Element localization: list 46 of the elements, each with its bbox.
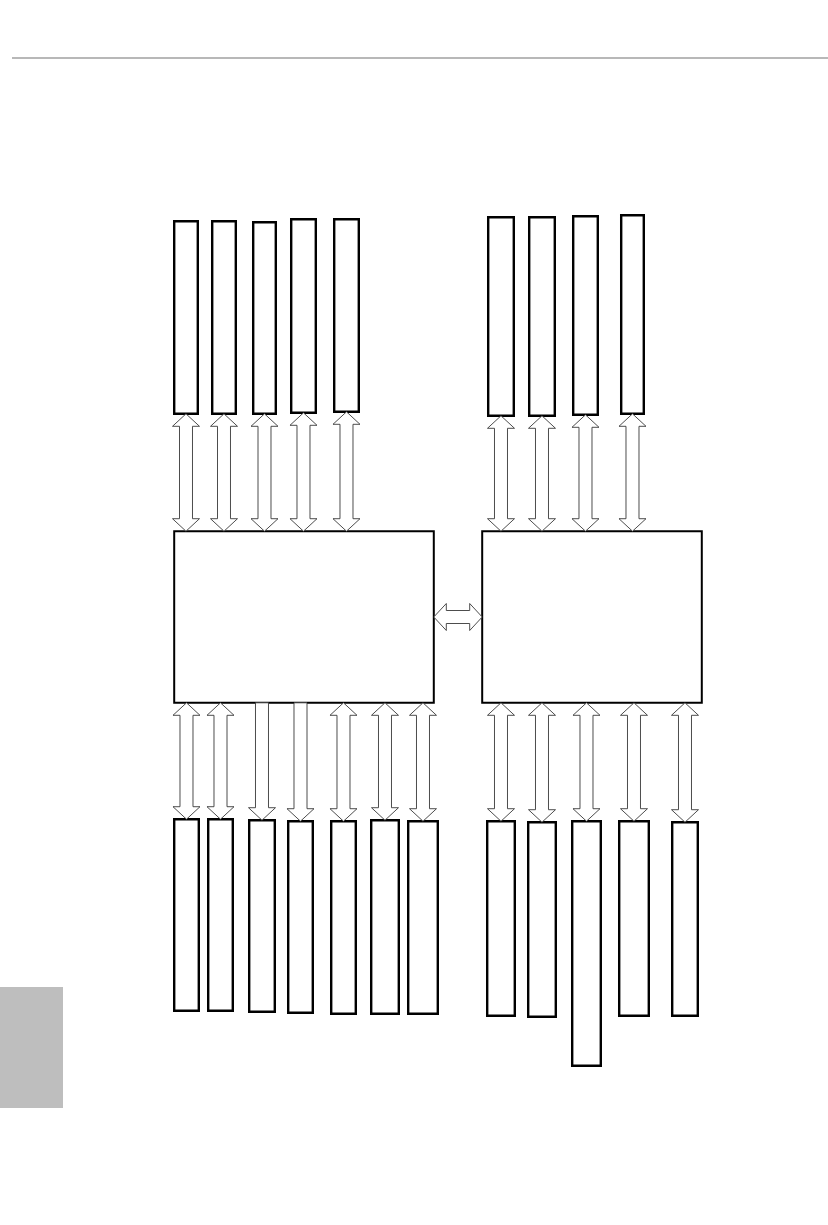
tall-box: [487, 216, 515, 417]
double-arrow: [332, 411, 361, 532]
tall-box: [571, 820, 602, 1067]
tall-box: [528, 216, 556, 417]
double-arrow: [571, 414, 600, 532]
tall-box: [370, 819, 400, 1015]
double-arrow: [528, 702, 556, 823]
block-arrow: [248, 702, 276, 821]
double-arrow: [487, 702, 515, 822]
tall-box: [527, 821, 557, 1018]
tall-box: [671, 821, 699, 1017]
double-arrow: [206, 702, 235, 820]
tall-box: [173, 818, 200, 1012]
tall-box: [211, 220, 237, 415]
tall-box: [330, 820, 357, 1015]
tall-box: [407, 820, 439, 1015]
block-arrow: [286, 702, 315, 822]
double-arrow: [433, 603, 483, 631]
double-arrow: [250, 413, 279, 532]
tall-box: [252, 221, 277, 415]
tall-box: [173, 220, 199, 415]
side-tab: [0, 987, 63, 1108]
double-arrow: [572, 702, 601, 822]
block-box: [173, 530, 435, 704]
tall-box: [287, 820, 314, 1014]
tall-box: [248, 819, 276, 1013]
double-arrow: [172, 702, 201, 820]
double-arrow: [671, 702, 699, 823]
double-arrow: [289, 412, 318, 532]
double-arrow: [618, 413, 647, 532]
double-arrow: [329, 702, 358, 822]
tall-box: [333, 218, 360, 413]
tall-box: [207, 818, 234, 1012]
tall-box: [572, 215, 599, 416]
block-box: [481, 530, 703, 704]
tall-box: [618, 820, 650, 1017]
double-arrow: [172, 413, 200, 532]
tall-box: [620, 214, 645, 415]
tall-box: [290, 218, 317, 414]
double-arrow: [528, 415, 556, 532]
double-arrow: [620, 702, 648, 822]
double-arrow: [487, 415, 515, 532]
double-arrow: [371, 702, 399, 821]
tall-box: [486, 820, 516, 1017]
double-arrow: [210, 413, 238, 532]
double-arrow: [409, 702, 437, 822]
